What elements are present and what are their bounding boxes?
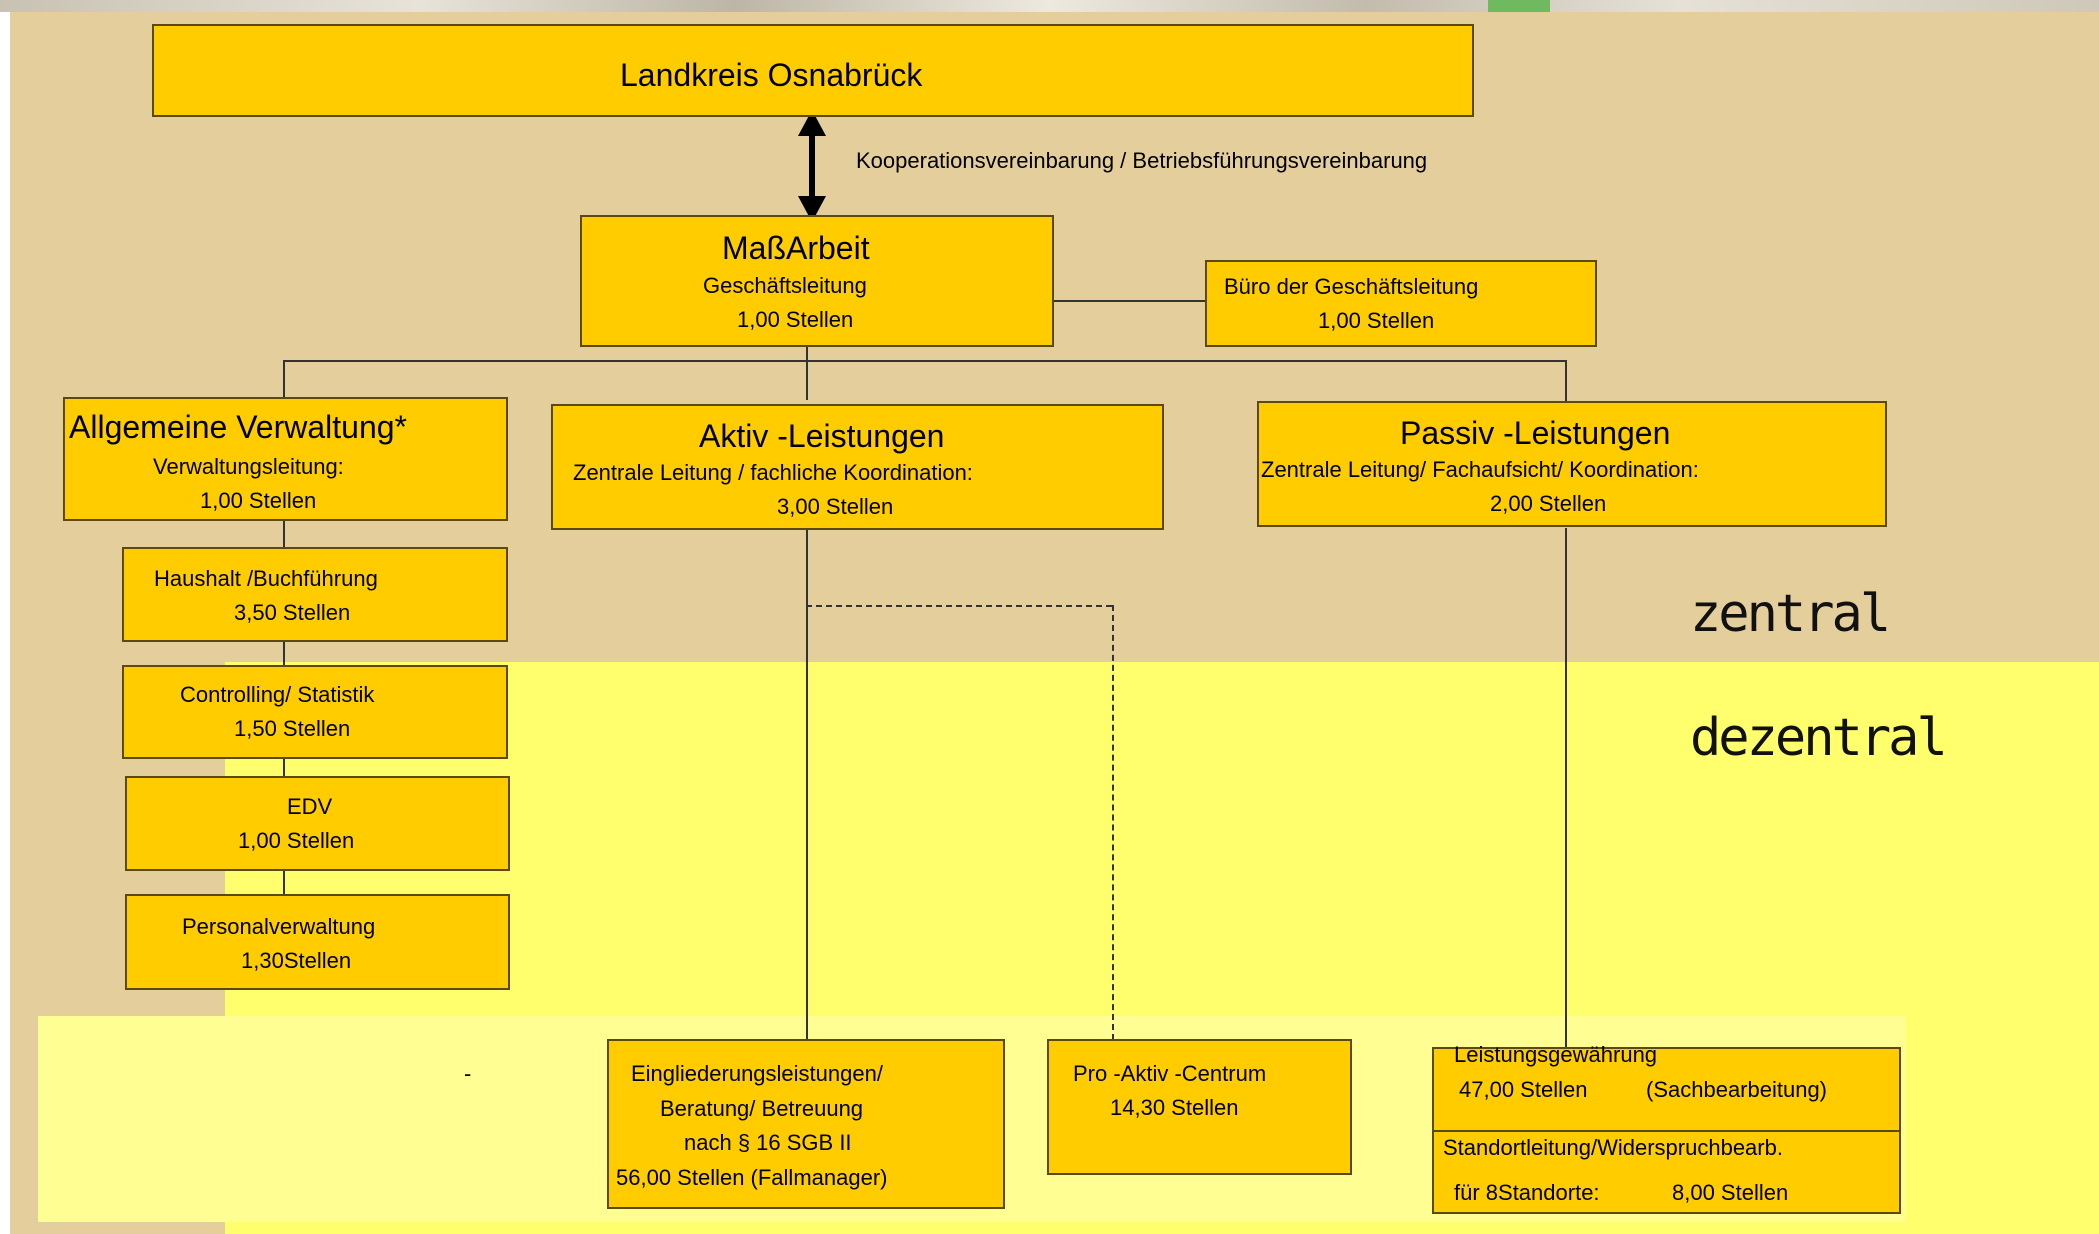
eingliederung-line4: 56,00 Stellen (Fallmanager) xyxy=(616,1165,888,1190)
proaktiv-box: Pro -Aktiv -Centrum 14,30 Stellen xyxy=(1047,1039,1352,1175)
leistung-title: Leistungsgewährung xyxy=(1454,1042,1658,1067)
edv-box: EDV 1,00 Stellen xyxy=(125,776,510,871)
massarbeit-stellen: 1,00 Stellen xyxy=(737,307,854,332)
aktiv-subtitle: Zentrale Leitung / fachliche Koordinatio… xyxy=(573,460,973,485)
top-image-strip xyxy=(0,0,2099,12)
leistung-divider xyxy=(1434,1130,1899,1132)
passiv-stellen: 2,00 Stellen xyxy=(1490,491,1607,516)
verwaltung-box: Allgemeine Verwaltung* Verwaltungsleitun… xyxy=(63,397,508,521)
connector-horizontal-bus xyxy=(283,360,1566,362)
eingliederung-line3: nach § 16 SGB II xyxy=(684,1130,852,1155)
connector-haushalt-controlling xyxy=(283,640,285,667)
connector-aktiv-eingliederung xyxy=(806,528,808,1041)
haushalt-stellen: 3,50 Stellen xyxy=(234,600,351,625)
eingliederung-line1: Eingliederungsleistungen/ xyxy=(631,1061,883,1086)
standort-stellen: 8,00 Stellen xyxy=(1672,1180,1789,1205)
connector-edv-personal xyxy=(283,869,285,896)
landkreis-box: Landkreis Osnabrück xyxy=(152,24,1474,117)
connector-controlling-edv xyxy=(283,757,285,778)
eingliederung-line2: Beratung/ Betreuung xyxy=(660,1096,864,1121)
buero-box: Büro der Geschäftsleitung 1,00 Stellen xyxy=(1205,260,1597,347)
haushalt-box: Haushalt /Buchführung 3,50 Stellen xyxy=(122,547,508,642)
leistung-box: Leistungsgewährung 47,00 Stellen (Sachbe… xyxy=(1432,1042,1901,1214)
landkreis-title: Landkreis Osnabrück xyxy=(620,57,923,93)
dashed-connector-vertical xyxy=(1112,605,1114,1040)
dashed-connector-horizontal xyxy=(806,605,1112,607)
dash-mark: - xyxy=(464,1061,472,1086)
standort-label: Standortleitung/Widerspruchbearb. xyxy=(1443,1135,1783,1160)
verwaltung-title: Allgemeine Verwaltung* xyxy=(69,409,407,445)
proaktiv-title: Pro -Aktiv -Centrum xyxy=(1073,1061,1267,1086)
double-arrow-icon xyxy=(798,110,826,222)
connector-massarbeit-bus xyxy=(806,345,808,400)
personal-box: Personalverwaltung 1,30Stellen xyxy=(125,894,510,990)
eingliederung-box: Eingliederungsleistungen/ Beratung/ Betr… xyxy=(607,1039,1005,1209)
passiv-box: Passiv -Leistungen Zentrale Leitung/ Fac… xyxy=(1257,401,1887,527)
massarbeit-box: MaßArbeit Geschäftsleitung 1,00 Stellen xyxy=(580,215,1054,347)
verwaltung-subtitle: Verwaltungsleitung: xyxy=(153,454,344,479)
edv-label: EDV xyxy=(287,794,333,819)
massarbeit-title: MaßArbeit xyxy=(722,230,870,266)
passiv-title: Passiv -Leistungen xyxy=(1400,415,1671,451)
area-label-central: zentral xyxy=(1690,584,1891,644)
aktiv-stellen: 3,00 Stellen xyxy=(777,494,894,519)
edv-stellen: 1,00 Stellen xyxy=(238,828,355,853)
massarbeit-subtitle: Geschäftsleitung xyxy=(703,273,867,298)
buero-title: Büro der Geschäftsleitung xyxy=(1224,274,1479,299)
controlling-box: Controlling/ Statistik 1,50 Stellen xyxy=(122,665,508,759)
personal-stellen: 1,30Stellen xyxy=(241,948,352,973)
haushalt-label: Haushalt /Buchführung xyxy=(154,566,378,591)
proaktiv-stellen: 14,30 Stellen xyxy=(1110,1095,1239,1120)
connector-to-passiv xyxy=(1565,360,1567,402)
passiv-subtitle: Zentrale Leitung/ Fachaufsicht/ Koordina… xyxy=(1261,457,1699,482)
connector-passiv-leistung xyxy=(1565,528,1567,1051)
connector-label: Kooperationsvereinbarung / Betriebsführu… xyxy=(856,148,1428,173)
aktiv-title: Aktiv -Leistungen xyxy=(699,418,945,454)
aktiv-box: Aktiv -Leistungen Zentrale Leitung / fac… xyxy=(551,404,1164,530)
leistung-stellen: 47,00 Stellen xyxy=(1459,1077,1588,1102)
controlling-label: Controlling/ Statistik xyxy=(180,682,375,707)
buero-stellen: 1,00 Stellen xyxy=(1318,308,1435,333)
verwaltung-stellen: 1,00 Stellen xyxy=(200,488,317,513)
leistung-note: (Sachbearbeitung) xyxy=(1646,1077,1828,1102)
connector-verwaltung-haushalt xyxy=(283,519,285,549)
controlling-stellen: 1,50 Stellen xyxy=(234,716,351,741)
connector-to-buero xyxy=(1052,300,1207,302)
personal-label: Personalverwaltung xyxy=(182,914,376,939)
standorte-label: für 8Standorte: xyxy=(1454,1180,1600,1205)
connector-to-verwaltung xyxy=(283,360,285,398)
area-label-decentral: dezentral xyxy=(1690,708,1948,768)
